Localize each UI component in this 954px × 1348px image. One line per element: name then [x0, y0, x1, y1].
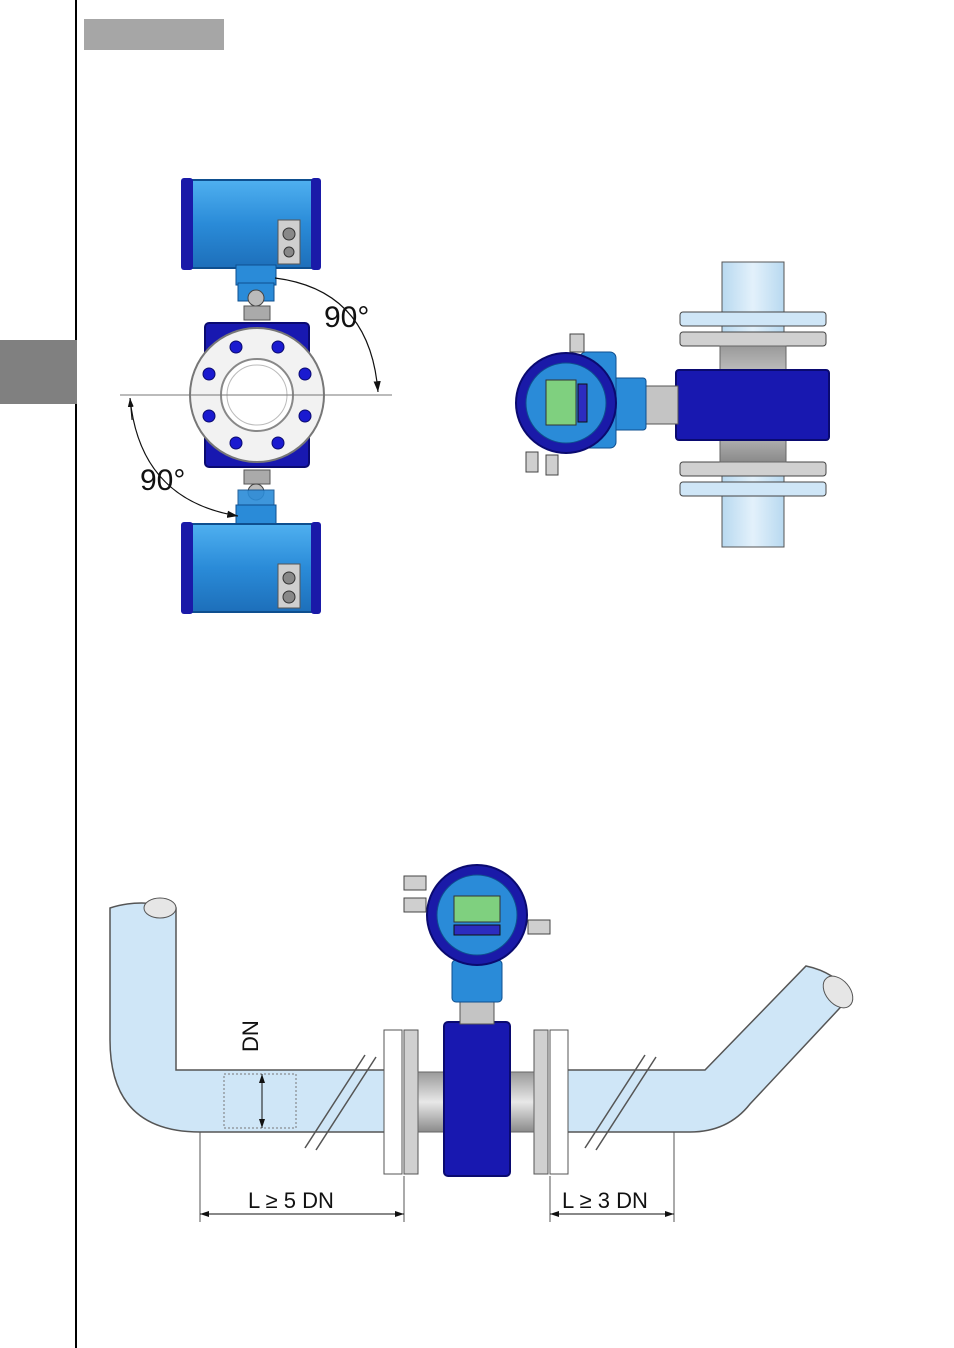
section-header-box	[84, 19, 224, 50]
cable-gland-icon	[525, 333, 585, 476]
sensor-flange-front	[120, 322, 392, 468]
cable-gland-icon	[282, 227, 296, 241]
transmitter-housing-top	[181, 178, 321, 321]
rotation-arc-bottom	[129, 397, 239, 518]
rotation-view: 90° 90°	[120, 178, 392, 614]
dn-label: DN	[238, 1020, 263, 1052]
angle-label-bottom: 90°	[140, 464, 185, 497]
flange-bolt-icon	[202, 340, 312, 450]
meter-display-icon	[453, 895, 501, 923]
upstream-length-label: L ≥ 5 DN	[248, 1188, 334, 1213]
rotation-arc-top	[274, 277, 381, 393]
cable-gland-icon	[283, 246, 295, 258]
page-margin-rule	[75, 0, 77, 1348]
vertical-install-view	[515, 261, 830, 548]
angle-label-top: 90°	[324, 301, 369, 334]
chapter-side-tab	[0, 340, 77, 404]
downstream-length-label: L ≥ 3 DN	[562, 1188, 648, 1213]
cable-gland-icon	[282, 590, 296, 604]
cable-gland-icon	[282, 571, 296, 585]
straight-run-view: DN L ≥ 5 DN L ≥ 3 DN	[109, 864, 854, 1222]
meter-display-icon	[545, 379, 577, 426]
cable-gland-icon	[403, 875, 551, 935]
transmitter-housing-bottom	[181, 469, 321, 614]
